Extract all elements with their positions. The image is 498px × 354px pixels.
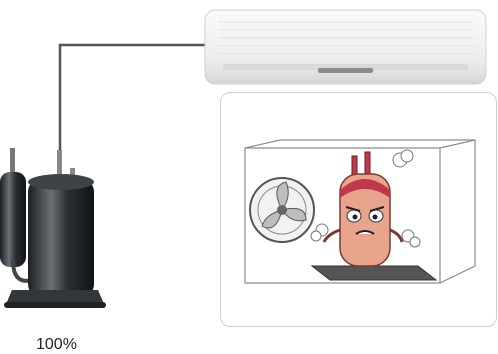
rotary-compressor-icon — [0, 140, 110, 315]
outdoor-unit-box-icon — [240, 138, 480, 298]
overworked-compressor-character-icon — [324, 152, 402, 266]
wall-mounted-ac-icon — [203, 8, 488, 88]
compressor-load-label: 100% — [36, 336, 77, 354]
fan-icon — [250, 178, 314, 242]
